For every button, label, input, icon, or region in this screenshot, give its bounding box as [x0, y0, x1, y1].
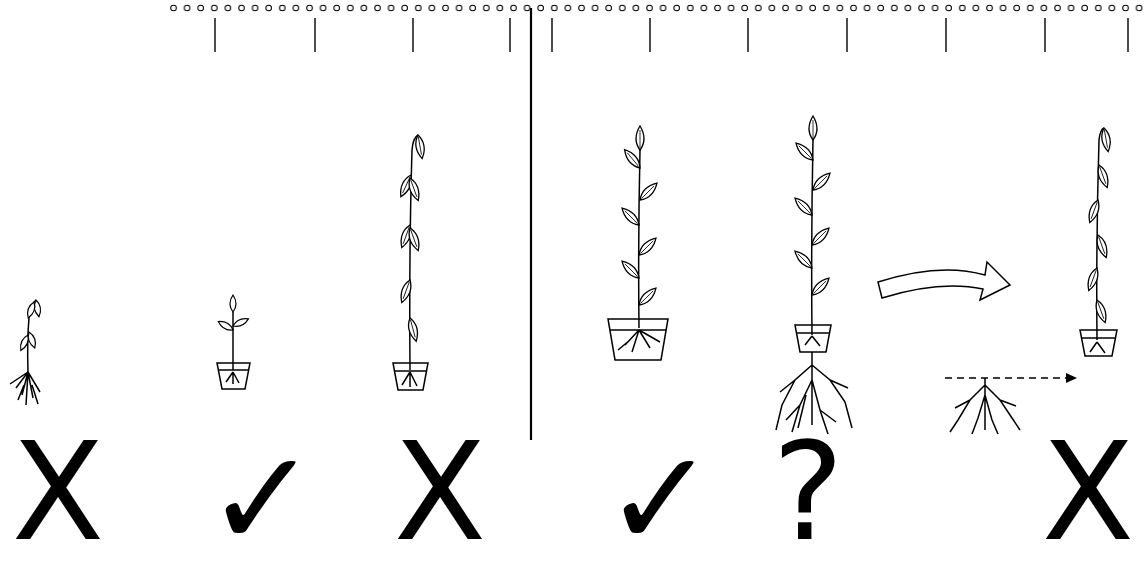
seedling-in-pot-part [230, 295, 236, 312]
plant-roots-removed-part [1086, 199, 1102, 224]
plant-roots-outside-part [809, 275, 832, 298]
tall-plant-drooping [393, 134, 428, 390]
tick-marks-part [649, 18, 650, 52]
plant-roots-removed-part [1093, 299, 1109, 324]
tall-plant-drooping-part [398, 279, 414, 304]
tick-marks-part [747, 18, 748, 52]
dotted-scale-part [170, 2, 1146, 15]
seedling-wilted-part [25, 301, 36, 319]
tall-plant-drooping-part [393, 363, 428, 390]
tall-plant-healthy-part [608, 319, 668, 360]
tall-plant-healthy-part [636, 285, 659, 308]
dashed-arrow [945, 373, 1077, 383]
plant-roots-removed-part [1100, 127, 1112, 152]
plant-roots-removed-part [1095, 164, 1111, 189]
tick-marks-part [1044, 18, 1045, 52]
divider-line-part [530, 8, 532, 440]
plant-roots-outside-part [797, 332, 829, 334]
plant-roots-removed-part [1090, 342, 1105, 353]
tall-plant-healthy-part [622, 147, 644, 171]
seedling-in-pot-part [219, 369, 248, 371]
plant-roots-removed-part [1080, 330, 1117, 356]
detached-roots [950, 378, 1020, 434]
status-mark: X [1042, 425, 1134, 560]
dashed-arrow-part [945, 377, 1068, 379]
seedling-in-pot [217, 295, 250, 389]
seedling-wilted-part [26, 331, 37, 349]
plant-roots-outside-part [805, 336, 820, 346]
status-mark: X [394, 425, 486, 560]
seedling-in-pot-part [217, 319, 235, 333]
tall-plant-drooping-part [395, 370, 426, 372]
tall-plant-drooping-part [406, 317, 420, 342]
divider-line [531, 8, 532, 440]
status-mark: X [12, 425, 104, 560]
tick-marks [215, 18, 1128, 52]
tall-plant-drooping-part [414, 134, 426, 159]
transfer-arrow-part [878, 262, 1010, 300]
tall-plant-healthy-part [618, 330, 660, 352]
tall-plant-healthy-part [619, 258, 642, 281]
seedling-in-pot-part [217, 363, 250, 389]
tall-plant-drooping-part [406, 177, 422, 202]
tick-marks-part [314, 18, 315, 52]
tick-marks-part [412, 18, 413, 52]
plant-roots-removed-part [1085, 267, 1101, 292]
plant-roots-outside-part [812, 140, 813, 335]
status-mark: ? [772, 425, 844, 560]
detached-roots-part [950, 378, 1020, 434]
plant-roots-outside-part [795, 325, 831, 352]
tall-plant-healthy-part [610, 329, 666, 331]
seedling-in-pot-part [226, 372, 239, 384]
dotted-scale [170, 2, 1146, 15]
tall-plant-healthy-part [636, 126, 644, 150]
plant-roots-removed-part [1082, 337, 1115, 339]
tick-marks-part [1127, 18, 1128, 52]
tick-marks-part [945, 18, 946, 52]
plant-roots-removed [1080, 127, 1117, 356]
tick-marks-part [509, 18, 510, 52]
tick-marks-part [551, 18, 552, 52]
plant-roots-outside-part [810, 170, 833, 193]
seedling-in-pot-part [232, 316, 250, 329]
plant-roots-outside-part [792, 195, 815, 218]
plant-roots-outside-part [809, 225, 832, 248]
transfer-arrow [878, 262, 1010, 300]
plant-roots-removed-part [1094, 234, 1110, 259]
seedling-wilted [10, 299, 42, 405]
tall-plant-drooping-part [406, 227, 422, 252]
tall-plant-healthy [608, 126, 668, 360]
tick-marks-part [846, 18, 847, 52]
tall-plant-drooping-part [402, 372, 417, 387]
tall-plant-healthy-part [636, 235, 659, 258]
status-mark: ✓ [603, 432, 716, 567]
tall-plant-healthy-part [637, 180, 660, 203]
tick-marks-part [214, 18, 215, 52]
plant-roots-outside-part [793, 140, 816, 163]
dashed-arrow-part [1066, 373, 1077, 383]
plant-roots-outside-part [792, 248, 815, 271]
plant-roots-outside [776, 116, 852, 434]
seedling-in-pot-part [232, 312, 234, 370]
status-mark: ✓ [205, 432, 318, 567]
seedling-wilted-part [10, 372, 40, 405]
plant-roots-outside-part [776, 352, 852, 434]
plant-roots-outside-part [809, 116, 817, 140]
tall-plant-healthy-part [619, 205, 642, 228]
